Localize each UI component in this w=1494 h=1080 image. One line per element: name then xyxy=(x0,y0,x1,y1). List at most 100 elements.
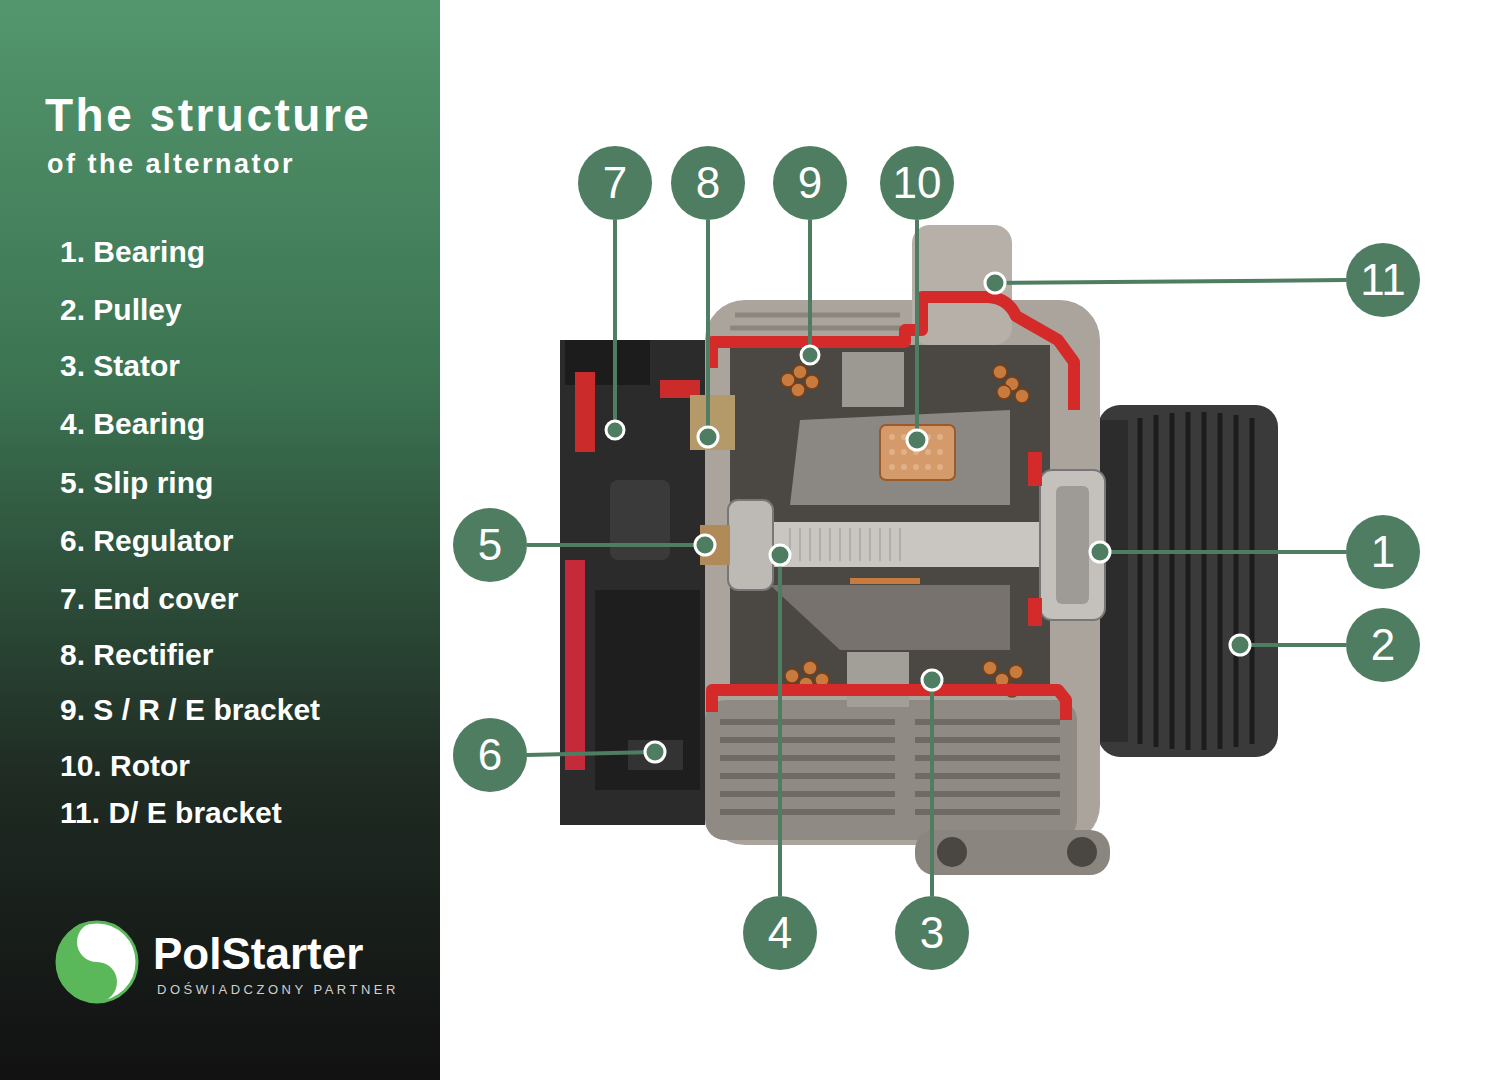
illustration-part xyxy=(770,585,1010,650)
illustration-part xyxy=(690,395,735,450)
illustration-part xyxy=(720,755,895,761)
illustration-part xyxy=(613,220,617,430)
part-list-item: 6. Regulator xyxy=(60,523,233,559)
illustration-part xyxy=(809,528,811,561)
illustration-part xyxy=(1028,452,1042,486)
illustration-part xyxy=(712,690,1066,720)
brand-logo xyxy=(57,922,137,1002)
part-list-item: 8. Rectifier xyxy=(60,637,213,673)
part-list-item: 7. End cover xyxy=(60,581,238,617)
illustration-part xyxy=(695,535,715,555)
illustration-part xyxy=(1067,837,1097,867)
pulley xyxy=(1098,405,1278,757)
callout-number-text: 9 xyxy=(798,161,822,205)
illustration-part xyxy=(915,220,919,440)
illustration-part xyxy=(790,528,900,561)
callout-number-text: 5 xyxy=(478,523,502,567)
illustration-part xyxy=(839,528,841,561)
illustration-part xyxy=(527,543,705,547)
illustration-part xyxy=(925,449,931,455)
illustration-part xyxy=(628,740,683,770)
illustration-part xyxy=(785,669,799,683)
illustration-part xyxy=(995,280,1346,283)
illustration-part xyxy=(770,545,790,565)
illustration-part xyxy=(1140,412,1252,750)
illustration-part xyxy=(799,528,801,561)
illustration-part xyxy=(925,464,931,470)
illustration-part xyxy=(849,528,851,561)
illustration-part xyxy=(915,719,1060,725)
illustration-part xyxy=(913,464,919,470)
illustration-part xyxy=(930,680,934,896)
part-list-item: 10. Rotor xyxy=(60,748,190,784)
illustration-part xyxy=(801,346,819,364)
illustration-part xyxy=(527,752,655,755)
part-list-item: 11. D/ E bracket xyxy=(60,795,282,831)
illustration-part xyxy=(937,434,943,440)
callout-number: 6 xyxy=(453,718,527,792)
leader-dots xyxy=(606,273,1250,762)
brand-tagline: DOŚWIADCZONY PARTNER xyxy=(157,982,399,998)
illustration-part xyxy=(610,480,670,560)
illustration-part xyxy=(778,555,782,896)
illustration-part xyxy=(803,661,817,675)
callout-number-text: 7 xyxy=(603,161,627,205)
illustration-part xyxy=(1154,415,1159,747)
callout-number: 2 xyxy=(1346,608,1420,682)
illustration-part xyxy=(565,560,585,770)
illustration-part xyxy=(1056,486,1089,604)
illustration-part xyxy=(997,385,1011,399)
callout-number-text: 1 xyxy=(1371,530,1395,574)
illustration-part xyxy=(915,773,1060,779)
lower-ribbed-housing xyxy=(705,700,1110,875)
illustration-part xyxy=(720,719,895,725)
illustration-part xyxy=(712,297,1074,410)
illustration-part xyxy=(1138,418,1143,744)
illustration-part xyxy=(1234,415,1239,747)
illustration-part xyxy=(859,528,861,561)
illustration-part xyxy=(983,661,997,675)
illustration-part xyxy=(781,373,795,387)
illustration-part xyxy=(730,315,900,328)
illustration-part xyxy=(595,590,700,790)
illustration-part xyxy=(1250,418,1255,744)
illustration-part xyxy=(1240,643,1346,647)
callout-number: 5 xyxy=(453,508,527,582)
illustration-part xyxy=(1015,389,1029,403)
illustration-part xyxy=(720,722,1060,812)
callout-number: 10 xyxy=(880,146,954,220)
illustration-part xyxy=(901,449,907,455)
part-list-item: 3. Stator xyxy=(60,348,180,384)
illustration-part xyxy=(907,430,927,450)
illustration-part xyxy=(705,700,1077,840)
illustration-part xyxy=(879,528,881,561)
callout-number: 1 xyxy=(1346,515,1420,589)
illustration-part xyxy=(57,922,137,1002)
illustration-part xyxy=(57,922,117,1002)
illustration-part xyxy=(937,464,943,470)
illustration-part xyxy=(850,578,920,584)
callout-number-text: 4 xyxy=(768,911,792,955)
callout-number-text: 8 xyxy=(696,161,720,205)
illustration-part xyxy=(993,365,1007,379)
illustration-part xyxy=(808,220,812,355)
illustration-part xyxy=(606,421,624,439)
illustration-part xyxy=(922,670,942,690)
illustration-part xyxy=(720,737,895,743)
part-list-item: 9. S / R / E bracket xyxy=(60,692,320,728)
illustration-part xyxy=(1186,412,1191,750)
illustration-part xyxy=(842,352,904,407)
illustration-part xyxy=(805,375,819,389)
illustration-part xyxy=(915,737,1060,743)
callout-number-text: 11 xyxy=(1360,258,1406,302)
illustration-part xyxy=(1202,412,1207,750)
illustration-part xyxy=(790,410,1010,505)
callout-number: 8 xyxy=(671,146,745,220)
illustration-part xyxy=(1009,665,1023,679)
part-list-item: 4. Bearing xyxy=(60,406,205,442)
illustration-part xyxy=(1170,413,1175,749)
illustration-part xyxy=(645,742,665,762)
callout-number: 7 xyxy=(578,146,652,220)
illustration-part xyxy=(889,464,895,470)
illustration-part xyxy=(829,528,831,561)
